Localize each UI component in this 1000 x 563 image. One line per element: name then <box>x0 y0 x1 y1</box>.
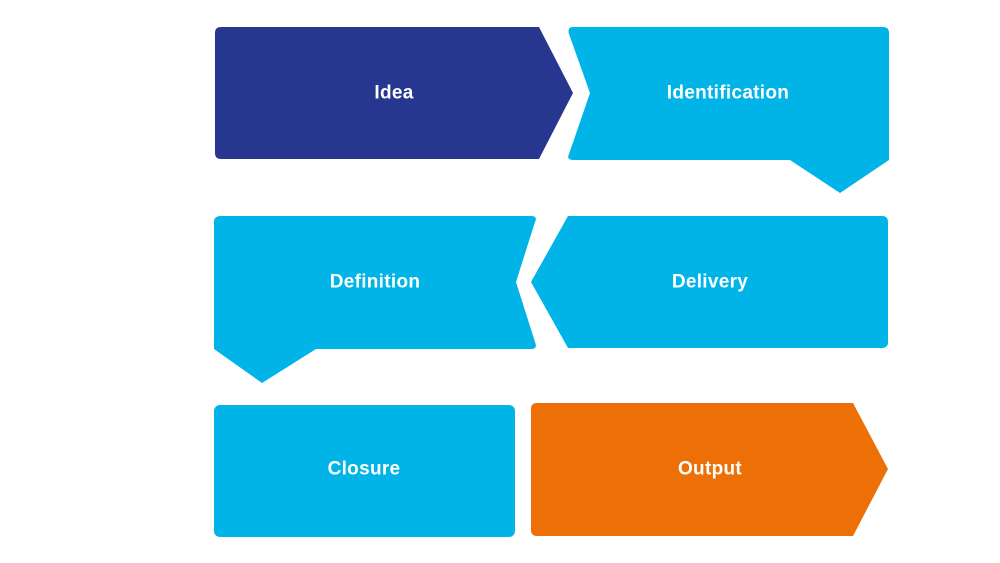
step-definition-label: Definition <box>330 272 421 293</box>
step-identification: Identification <box>568 27 889 193</box>
step-output-label: Output <box>678 459 742 480</box>
step-closure: Closure <box>214 405 515 537</box>
step-delivery: Delivery <box>531 216 888 348</box>
step-delivery-shape <box>531 216 888 348</box>
step-closure-label: Closure <box>328 459 401 480</box>
step-delivery-label: Delivery <box>672 272 748 293</box>
step-output-shape <box>531 403 888 536</box>
step-definition-shape <box>214 216 536 383</box>
step-identification-shape <box>568 27 889 193</box>
step-idea-shape <box>215 27 573 159</box>
step-closure-shape <box>214 405 515 537</box>
step-identification-label: Identification <box>667 83 789 104</box>
step-output: Output <box>531 403 888 536</box>
step-idea-label: Idea <box>374 83 413 104</box>
step-idea: Idea <box>215 27 573 159</box>
step-definition: Definition <box>214 216 536 383</box>
